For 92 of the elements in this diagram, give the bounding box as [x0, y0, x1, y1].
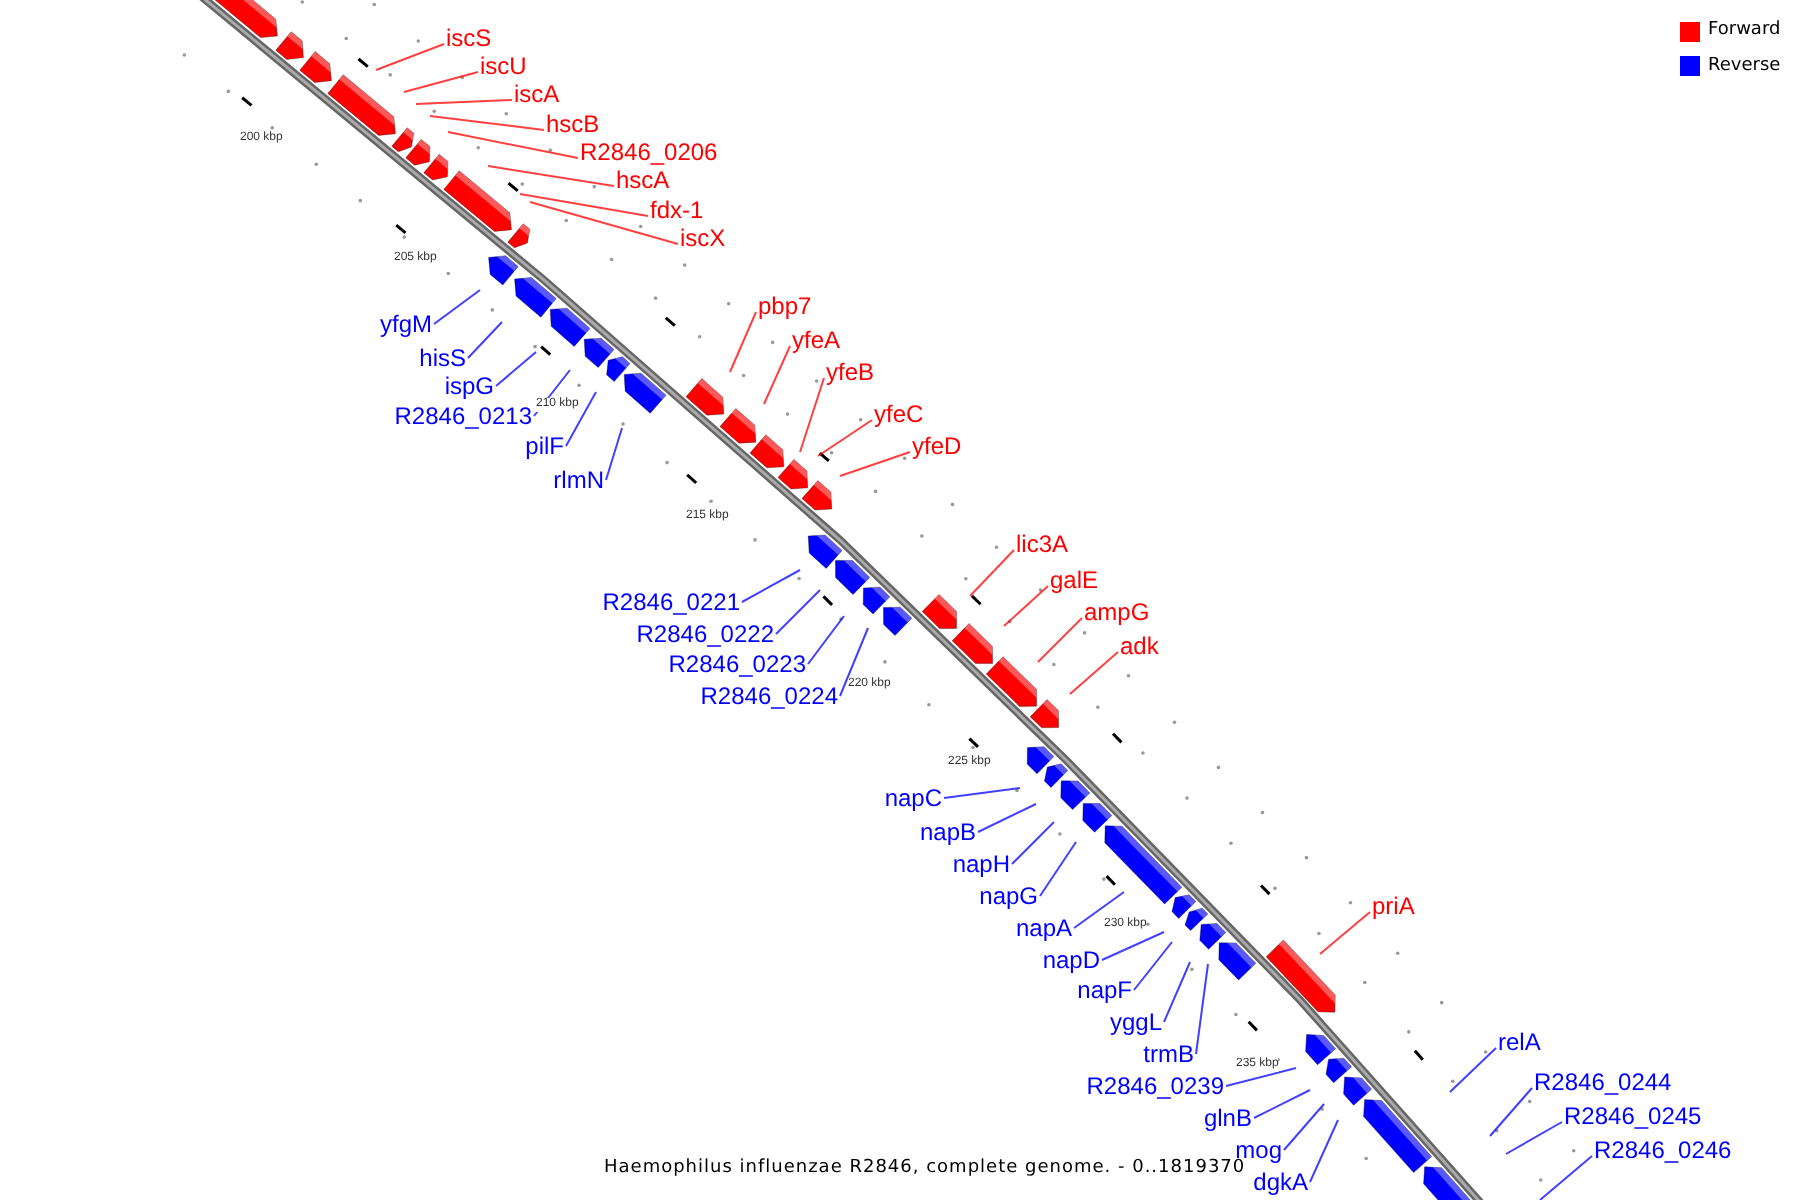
gene-label: R2846_0246 [1594, 1134, 1732, 1166]
gene-label: lic3A [1016, 528, 1069, 560]
gene-label: R2846_0213 [394, 400, 532, 432]
leader-line [839, 627, 869, 697]
gene-label: ampG [1084, 596, 1150, 628]
leader-line [729, 311, 757, 373]
gene-label: iscS [446, 22, 492, 54]
leader-line [799, 377, 825, 453]
gene-label: R2846_0206 [580, 136, 718, 168]
gene-label: napH [952, 848, 1010, 880]
leader-line [533, 369, 571, 417]
leader-line [1037, 617, 1083, 663]
gene-label: trmB [1143, 1038, 1194, 1070]
gene-label: R2846_0245 [1564, 1100, 1702, 1132]
gene-label: R2846_0221 [602, 586, 740, 618]
leader-line [495, 351, 537, 387]
leader-line [529, 201, 679, 245]
gene-label: hisS [419, 342, 466, 374]
leader-line [1309, 1119, 1339, 1183]
leader-line [1319, 911, 1371, 955]
gene-label: fdx-1 [650, 194, 704, 226]
gene-label: glnB [1203, 1102, 1252, 1134]
gene-label: yggL [1109, 1006, 1162, 1038]
leader-line [1133, 941, 1173, 991]
leader-line [433, 289, 481, 325]
gene-label: iscX [680, 222, 726, 254]
leader-line [775, 589, 821, 635]
leader-line [403, 71, 479, 93]
leader-line [1253, 1089, 1311, 1119]
gene-label: adk [1120, 630, 1159, 662]
gene-label: galE [1050, 564, 1099, 596]
leader-line [1163, 961, 1191, 1023]
leader-line [839, 451, 911, 477]
gene-label: R2846_0223 [668, 648, 806, 680]
gene-label: yfgM [379, 308, 432, 340]
leader-line [1039, 841, 1077, 897]
leader-line [447, 131, 579, 159]
gene-label: yfeC [874, 398, 924, 430]
gene-label: R2846_0244 [1534, 1066, 1672, 1098]
gene-label: napF [1077, 974, 1132, 1006]
gene-label: hscA [616, 164, 670, 196]
leader-line [487, 165, 615, 187]
leader-line [375, 43, 445, 71]
gene-label: ispG [444, 370, 494, 402]
gene-label: priA [1372, 890, 1415, 922]
gene-label: hscB [546, 108, 600, 140]
caption: Haemophilus influenzae R2846, complete genome. - 0..1819370 [604, 1158, 1246, 1182]
leader-line [519, 193, 649, 217]
leader-line [1069, 651, 1119, 695]
gene-label: napG [979, 880, 1038, 912]
gene-label: rlmN [553, 464, 604, 496]
leader-line [1489, 1087, 1533, 1137]
leader-line [1539, 1155, 1593, 1200]
leader-line [1011, 821, 1055, 865]
gene-label: yfeB [826, 356, 875, 388]
gene-label: iscU [480, 50, 527, 82]
leader-line [467, 321, 503, 359]
gene-label: yfeD [912, 430, 962, 462]
leader-line [429, 115, 545, 131]
leader-line [1283, 1103, 1325, 1151]
leader-line [1073, 891, 1125, 929]
gene-label: yfeA [792, 324, 841, 356]
leader-line [415, 99, 513, 105]
leader-line [1101, 931, 1165, 961]
leader-line [565, 391, 597, 447]
gene-label: R2846_0224 [700, 680, 838, 712]
leader-line [969, 549, 1015, 597]
gene-label: relA [1498, 1026, 1541, 1058]
gene-label: napD [1042, 944, 1100, 976]
gene-label: pbp7 [758, 290, 812, 322]
leader-line [1003, 585, 1049, 627]
leader-line [605, 427, 623, 481]
gene-label: napB [919, 816, 976, 848]
leader-line [1225, 1067, 1297, 1087]
leader-line [763, 345, 791, 405]
leader-line [943, 787, 1021, 799]
gene-label: R2846_0222 [636, 618, 774, 650]
leader-line [1195, 963, 1209, 1055]
gene-label: iscA [514, 78, 560, 110]
legend-label: Forward [1708, 18, 1781, 44]
gene-label: dgkA [1253, 1166, 1308, 1198]
leader-line [741, 569, 801, 603]
gene-label: pilF [525, 430, 564, 462]
leader-line [977, 803, 1037, 833]
leader-line [807, 615, 845, 665]
gene-label: napA [1015, 912, 1072, 944]
leader-line [1505, 1121, 1563, 1155]
gene-label: napC [884, 782, 942, 814]
legend-label: Reverse [1708, 53, 1781, 79]
leader-line [1449, 1047, 1497, 1093]
gene-label: R2846_0239 [1086, 1070, 1224, 1102]
leader-line [817, 419, 873, 457]
